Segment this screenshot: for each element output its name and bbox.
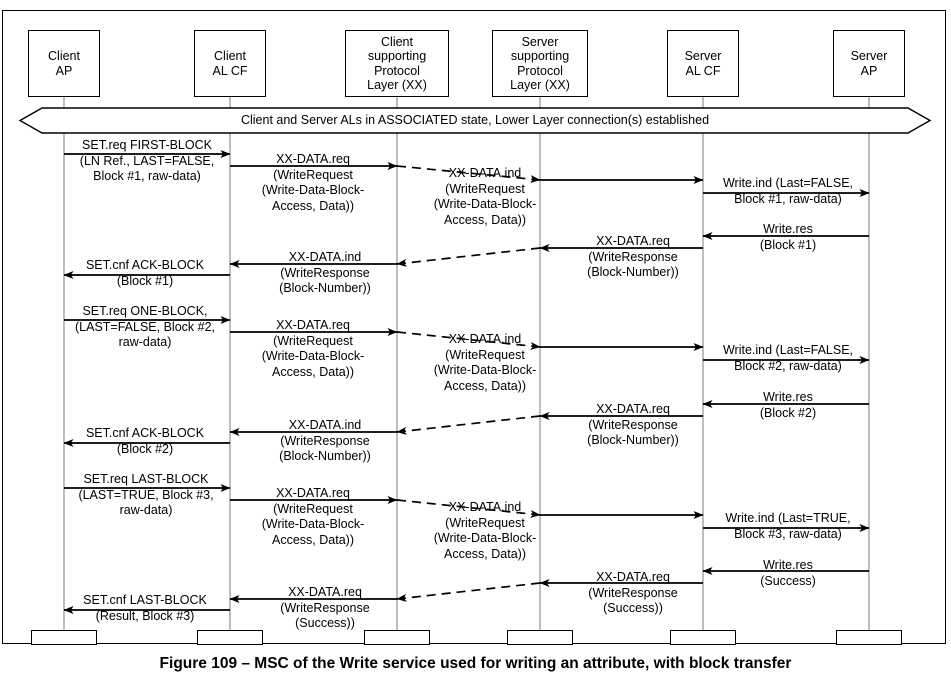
banner-shape	[18, 107, 932, 134]
message-label-m9: XX-DATA.ind (WriteResponse (Block-Number…	[279, 250, 371, 295]
banner-chevron	[18, 107, 932, 134]
lifeline-head-label: Client supporting Protocol Layer (XX)	[367, 34, 427, 93]
lifeline-terminator-client-ap	[31, 630, 97, 645]
message-label-m29: XX-DATA.req (WriteResponse (Success))	[280, 585, 370, 630]
message-label-m2: XX-DATA.req (WriteRequest (Write-Data-Bl…	[261, 152, 365, 213]
figure-caption: Figure 109 – MSC of the Write service us…	[159, 655, 792, 672]
lifeline-head-server-al-cf: Server AL CF	[667, 30, 739, 97]
banner-label: Client and Server ALs in ASSOCIATED stat…	[240, 113, 710, 127]
message-label-m10: SET.cnf ACK-BLOCK (Block #1)	[85, 258, 205, 288]
message-label-m6: Write.res (Block #1)	[759, 222, 817, 252]
lifeline-head-server-pl: Server supporting Protocol Layer (XX)	[492, 30, 588, 97]
lifeline-head-label: Server AP	[850, 49, 888, 78]
lifeline-head-label: Client AP	[48, 49, 80, 78]
message-label-m16: Write.res (Block #2)	[759, 390, 817, 420]
message-label-m14: XX-DATA.ind (WriteRequest (Write-Data-Bl…	[433, 332, 537, 393]
message-label-m15: Write.ind (Last=FALSE, Block #2, raw-dat…	[722, 343, 854, 373]
message-label-m1: SET.req FIRST-BLOCK (LN Ref., LAST=FALSE…	[79, 138, 215, 183]
lifeline-terminator-server-al-cf	[670, 630, 736, 645]
message-label-m4: XX-DATA.ind (WriteRequest (Write-Data-Bl…	[433, 166, 537, 227]
message-label-m30: SET.cnf LAST-BLOCK (Result, Block #3)	[83, 593, 207, 623]
message-label-m24: XX-DATA.ind (WriteRequest (Write-Data-Bl…	[433, 500, 537, 561]
message-label-m5: Write.ind (Last=FALSE, Block #1, raw-dat…	[722, 176, 854, 206]
message-arrow-m23	[396, 499, 541, 518]
message-label-m20: SET.cnf ACK-BLOCK (Block #2)	[85, 426, 205, 456]
message-label-m17: XX-DATA.req (WriteResponse (Block-Number…	[587, 402, 679, 447]
message-label-m11: SET.req ONE-BLOCK, (LAST=FALSE, Block #2…	[75, 304, 215, 349]
lifeline-head-label: Server AL CF	[684, 49, 722, 78]
message-arrow-m18	[396, 415, 541, 435]
lifeline-head-client-ap: Client AP	[28, 30, 100, 97]
lifeline-head-server-ap: Server AP	[833, 30, 905, 97]
lifeline-terminator-client-al-cf	[197, 630, 263, 645]
message-label-m26: Write.res (Success)	[760, 558, 816, 588]
message-label-m12: XX-DATA.req (WriteRequest (Write-Data-Bl…	[261, 318, 365, 379]
message-label-m25: Write.ind (Last=TRUE, Block #3, raw-data…	[725, 511, 851, 541]
lifeline-terminator-server-ap	[836, 630, 902, 645]
lifeline-terminator-server-pl	[507, 630, 573, 645]
message-arrow-m3	[396, 165, 541, 184]
lifeline-head-client-al-cf: Client AL CF	[194, 30, 266, 97]
arrow-layer	[63, 150, 870, 614]
message-label-m22: XX-DATA.req (WriteRequest (Write-Data-Bl…	[261, 486, 365, 547]
message-label-m21: SET.req LAST-BLOCK (LAST=TRUE, Block #3,…	[78, 472, 214, 517]
message-label-m7: XX-DATA.req (WriteResponse (Block-Number…	[587, 234, 679, 279]
message-arrow-m13	[396, 331, 541, 350]
lifeline-head-label: Client AL CF	[212, 49, 248, 78]
message-label-m19: XX-DATA.ind (WriteResponse (Block-Number…	[279, 418, 371, 463]
message-label-m27: XX-DATA.req (WriteResponse (Success))	[588, 570, 678, 615]
message-arrow-m28	[396, 582, 541, 602]
lifeline-head-label: Server supporting Protocol Layer (XX)	[510, 34, 570, 93]
lifeline-head-client-pl: Client supporting Protocol Layer (XX)	[345, 30, 449, 97]
lifeline-terminator-client-pl	[364, 630, 430, 645]
message-arrow-m8	[396, 247, 541, 267]
